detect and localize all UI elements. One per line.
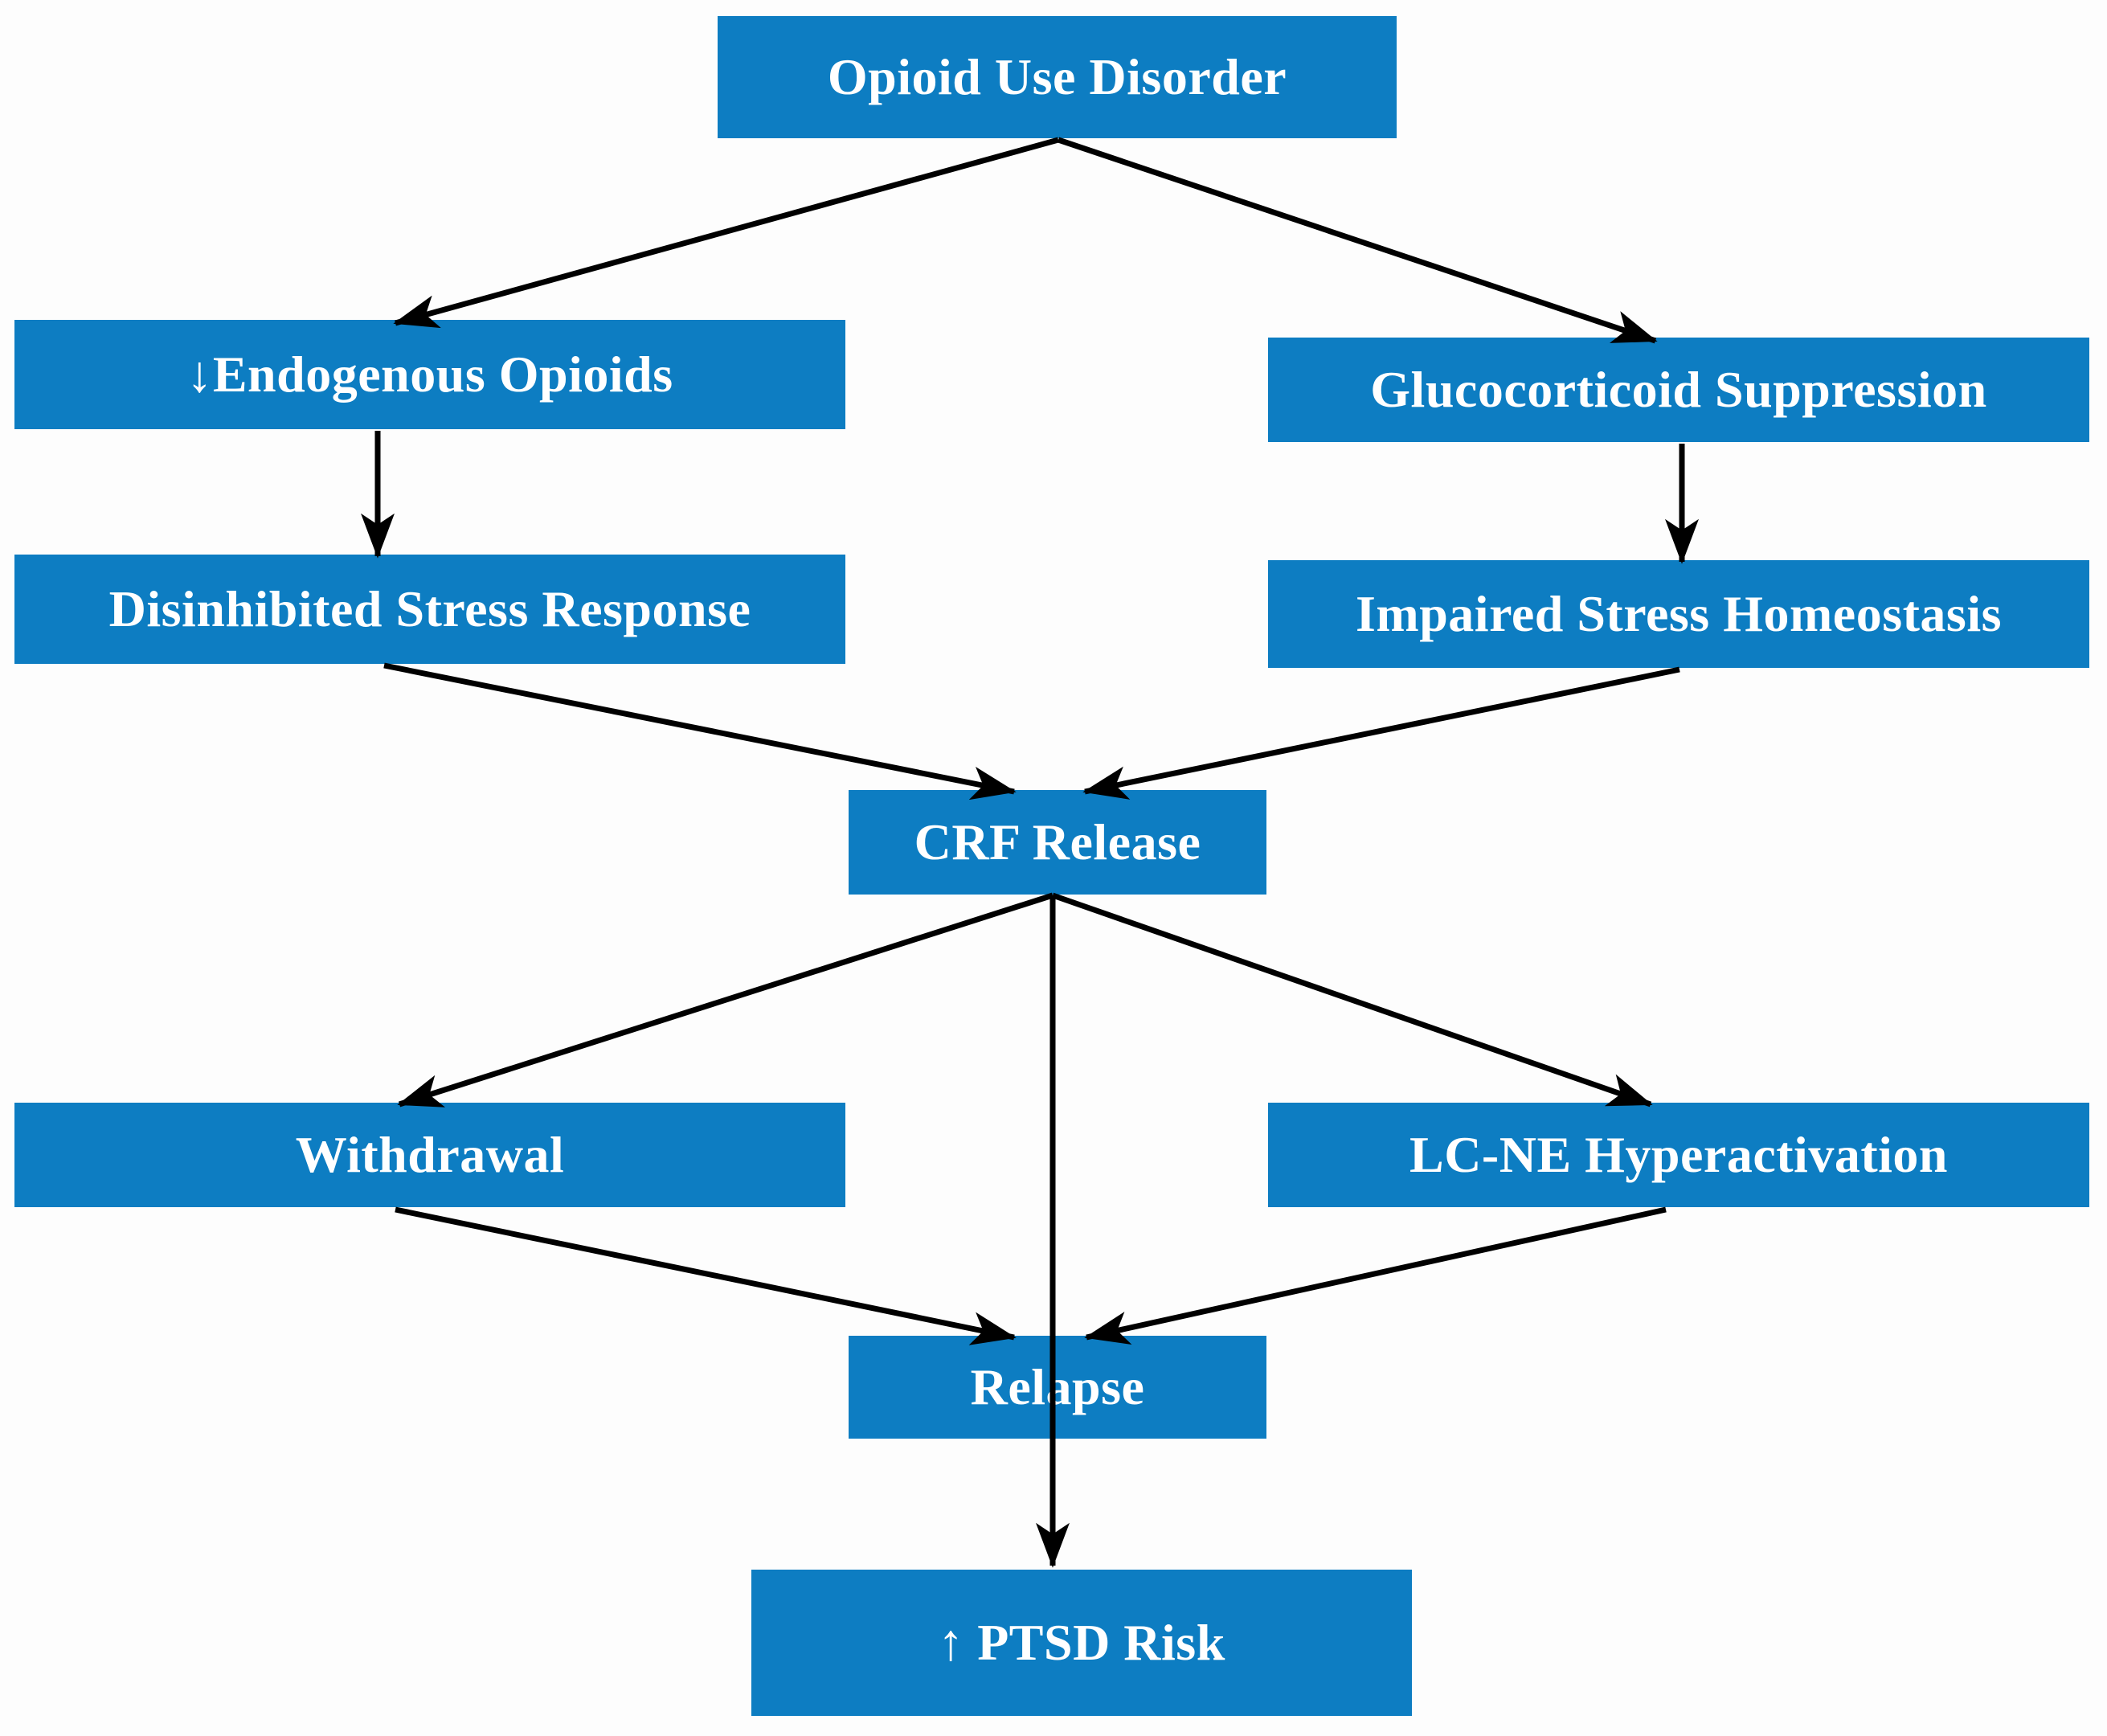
node-label-impaired-stress-homeostasis: Impaired Stress Homeostasis — [1355, 585, 2003, 643]
node-opioid-use-disorder: Opioid Use Disorder — [718, 16, 1397, 138]
edge-lcne-to-relapse — [1084, 1206, 1667, 1345]
node-label-endogenous-opioids: ↓Endogenous Opioids — [186, 346, 673, 403]
node-disinhibited-stress-response: Disinhibited Stress Response — [14, 555, 845, 664]
node-impaired-stress-homeostasis: Impaired Stress Homeostasis — [1268, 560, 2089, 668]
node-label-lc-ne-hyperactivation: LC-NE Hyperactivation — [1409, 1126, 1948, 1184]
node-lc-ne-hyperactivation: LC-NE Hyperactivation — [1268, 1103, 2089, 1207]
node-glucocorticoid-suppression: Glucocorticoid Suppression — [1268, 338, 2089, 442]
edge-impaired-to-crf — [1082, 666, 1680, 800]
node-withdrawal: Withdrawal — [14, 1103, 845, 1207]
edge-disinhibited-to-crf — [383, 662, 1017, 800]
node-endogenous-opioids: ↓Endogenous Opioids — [14, 320, 845, 429]
edge-crf-to-withdrawal — [397, 892, 1054, 1108]
node-relapse: Relapse — [849, 1336, 1266, 1439]
edge-oud-to-glucocorticoid — [1057, 137, 1658, 344]
node-crf-release: CRF Release — [849, 790, 1266, 895]
node-label-glucocorticoid-suppression: Glucocorticoid Suppression — [1370, 361, 1987, 419]
node-ptsd-risk: ↑ PTSD Risk — [751, 1570, 1412, 1716]
node-label-withdrawal: Withdrawal — [295, 1126, 565, 1184]
edge-crf-to-lcne — [1051, 892, 1653, 1108]
node-label-opioid-use-disorder: Opioid Use Disorder — [827, 48, 1287, 106]
edge-oud-to-endogenous — [393, 137, 1059, 329]
edge-withdrawal-to-relapse — [395, 1206, 1017, 1345]
node-label-crf-release: CRF Release — [914, 813, 1201, 871]
node-label-disinhibited-stress-response: Disinhibited Stress Response — [108, 580, 751, 638]
node-label-ptsd-risk: ↑ PTSD Risk — [938, 1614, 1225, 1672]
node-label-relapse: Relapse — [970, 1358, 1145, 1416]
